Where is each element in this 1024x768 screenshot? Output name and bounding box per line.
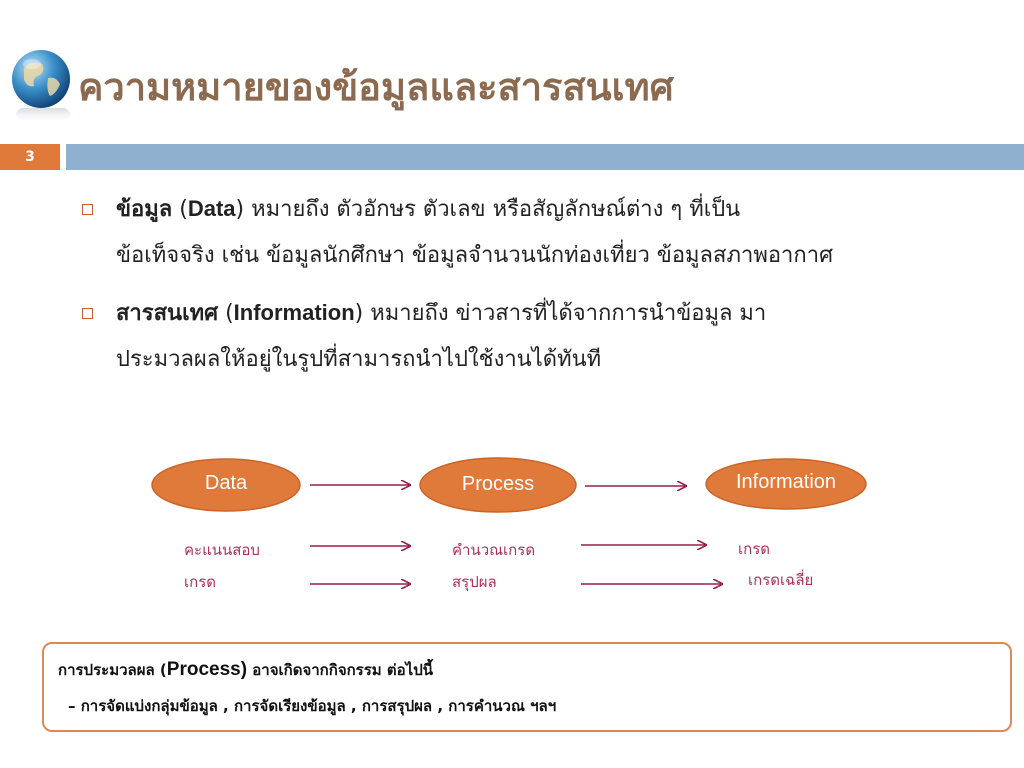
example-information-1: เกรด [738, 540, 771, 558]
bullet-data-definition: ข้อมูล (Data) หมายถึง ตัวอักษร ตัวเลข หร… [78, 186, 1008, 279]
bullet-information-definition: สารสนเทศ (Information) หมายถึง ข่าวสารที… [78, 290, 1008, 383]
node-data-label: Data [204, 472, 248, 494]
note-prefix: การประมวลผล ( [58, 661, 167, 679]
example-data-2: เกรด [184, 573, 217, 591]
bullet-term-open: ( [179, 197, 188, 222]
globe-logo-icon [12, 50, 70, 108]
example-process-1: คำนวณเกรด [452, 541, 536, 559]
node-process-label: Process [461, 473, 535, 495]
globe-reflection [16, 108, 70, 124]
bullet-term-en: Information [233, 300, 355, 325]
note-line-1: การประมวลผล (Process) อาจเกิดจากกิจกรรม … [58, 658, 433, 682]
note-suffix: อาจเกิดจากกิจกรรม ต่อไปนี้ [247, 661, 433, 679]
example-information-2: เกรดเฉลี่ย [748, 571, 814, 589]
bullet-term: ข้อมูล [116, 197, 173, 222]
node-data-shape [151, 458, 301, 512]
bullet-line1: หมายถึง ตัวอักษร ตัวเลข หรือสัญลักษณ์ต่า… [251, 197, 741, 222]
bullet-term-open: ( [225, 301, 234, 326]
note-line-2: – การจัดแบ่งกลุ่มข้อมูล , การจัดเรียงข้อ… [68, 697, 557, 715]
note-term: Process) [166, 659, 248, 680]
square-bullet-icon [82, 308, 93, 319]
bullet-line1: หมายถึง ข่าวสารที่ได้จากการนำข้อมูล มา [370, 301, 767, 326]
bullet-term-close: ) [235, 197, 245, 222]
header-bar [66, 144, 1024, 170]
bullet-term: สารสนเทศ [116, 301, 219, 326]
node-process-shape [419, 457, 577, 513]
square-bullet-icon [82, 204, 93, 215]
process-note-box: การประมวลผล (Process) อาจเกิดจากกิจกรรม … [42, 642, 1012, 732]
bullet-line2: ข้อเท็จจริง เช่น ข้อมูลนักศึกษา ข้อมูลจำ… [116, 243, 834, 268]
bullet-line2: ประมวลผลให้อยู่ในรูปที่สามารถนำไปใช้งานไ… [116, 347, 602, 372]
slide-number: 3 [0, 144, 60, 170]
bullet-term-en: Data [187, 196, 236, 221]
example-process-2: สรุปผล [452, 573, 497, 591]
flow-diagram [151, 457, 867, 620]
example-data-1: คะแนนสอบ [184, 541, 260, 559]
bullet-term-close: ) [354, 301, 364, 326]
node-information-shape [705, 458, 867, 510]
page-title: ความหมายของข้อมูลและสารสนเทศ [78, 65, 674, 109]
node-information-label: Information [735, 471, 837, 493]
